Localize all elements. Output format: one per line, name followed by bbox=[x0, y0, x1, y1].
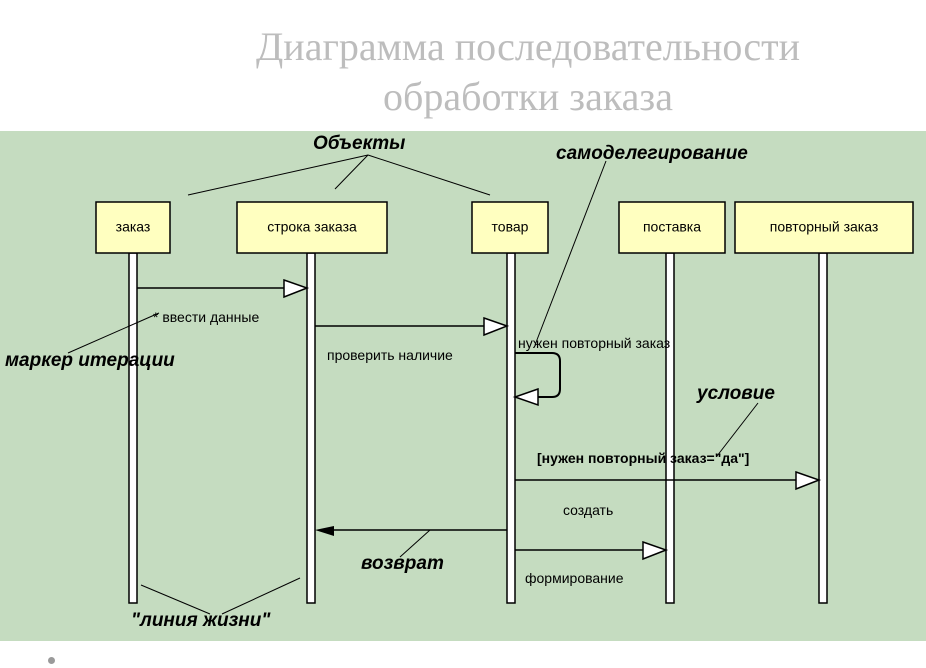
annotation-iteration-marker: маркер итерации bbox=[5, 350, 175, 371]
lifeline-product bbox=[506, 252, 516, 604]
message-create: создать bbox=[563, 502, 613, 518]
lifeline-order-line bbox=[306, 252, 316, 604]
annotation-return: возврат bbox=[361, 553, 444, 574]
self-delegation-arrow bbox=[512, 352, 561, 407]
object-reorder-label: повторный заказ bbox=[770, 219, 879, 235]
title-line-2: обработки заказа bbox=[383, 74, 673, 119]
diagram-canvas: заказ строка заказа товар поставка повто… bbox=[5, 133, 914, 631]
message-arrow-enter-data bbox=[137, 278, 310, 299]
object-order-line: строка заказа bbox=[236, 201, 388, 254]
message-enter-data: * ввести данные bbox=[153, 309, 259, 325]
message-arrow-check-availability bbox=[315, 316, 510, 337]
message-arrow-create bbox=[515, 470, 822, 491]
object-order-label: заказ bbox=[116, 219, 151, 235]
title-line-1: Диаграмма последовательности bbox=[256, 24, 800, 69]
annotation-objects: Объекты bbox=[313, 133, 405, 154]
annotation-condition: условие bbox=[696, 383, 775, 404]
annotation-leaders bbox=[67, 154, 759, 615]
object-product: товар bbox=[471, 201, 549, 254]
message-forming: формирование bbox=[525, 570, 624, 586]
sequence-diagram: заказ строка заказа товар поставка повто… bbox=[0, 131, 926, 641]
lifeline-order bbox=[128, 252, 138, 604]
lifeline-delivery bbox=[665, 252, 675, 604]
message-need-reorder: нужен повторный заказ bbox=[518, 335, 670, 351]
message-guard: [нужен повторный заказ="да"] bbox=[537, 450, 749, 466]
page-title: Диаграмма последовательности обработки з… bbox=[0, 22, 926, 122]
message-check-availability: проверить наличие bbox=[327, 347, 453, 363]
bullet-icon bbox=[48, 657, 55, 664]
object-delivery-label: поставка bbox=[643, 219, 701, 235]
object-product-label: товар bbox=[492, 219, 529, 235]
annotation-lifeline: "линия жизни" bbox=[131, 610, 271, 631]
object-reorder: повторный заказ bbox=[734, 201, 914, 254]
annotation-self-delegation: самоделегирование bbox=[556, 143, 748, 164]
return-arrow bbox=[315, 526, 507, 536]
object-order-line-label: строка заказа bbox=[267, 219, 357, 235]
object-delivery: поставка bbox=[618, 201, 726, 254]
message-arrow-forming bbox=[515, 540, 669, 561]
lifeline-reorder bbox=[818, 252, 828, 604]
object-order: заказ bbox=[95, 201, 171, 254]
